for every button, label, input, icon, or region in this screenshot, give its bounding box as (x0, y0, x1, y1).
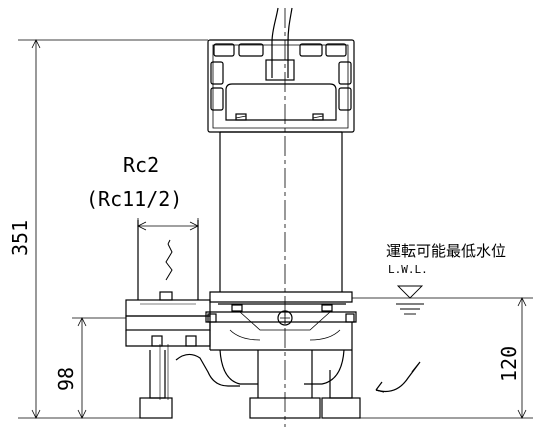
dim-outlet-width (137, 218, 199, 236)
motor-body (219, 131, 343, 292)
lwl-label-abbr: L.W.L. (388, 263, 428, 276)
dim-outlet-height (72, 317, 126, 419)
lwl-label-jp: 運転可能最低水位 (386, 242, 506, 260)
dim-lwl-height-label: 120 (497, 346, 521, 382)
discharge-outlet (125, 220, 211, 347)
dim-total-height (18, 39, 208, 419)
pump-casing (205, 291, 357, 385)
pump-feet (139, 344, 361, 419)
rotation-arrow (375, 361, 421, 393)
motor-top-frame (207, 39, 355, 133)
water-level-symbol (396, 285, 424, 315)
outlet-size-label: Rc2 (123, 153, 159, 177)
dim-total-height-label: 351 (8, 220, 32, 256)
cable-handle (265, 7, 295, 81)
dim-lwl-height (352, 297, 533, 419)
dim-outlet-height-label: 98 (54, 367, 78, 391)
outlet-size-sub-label: (Rc11/2) (86, 187, 182, 211)
